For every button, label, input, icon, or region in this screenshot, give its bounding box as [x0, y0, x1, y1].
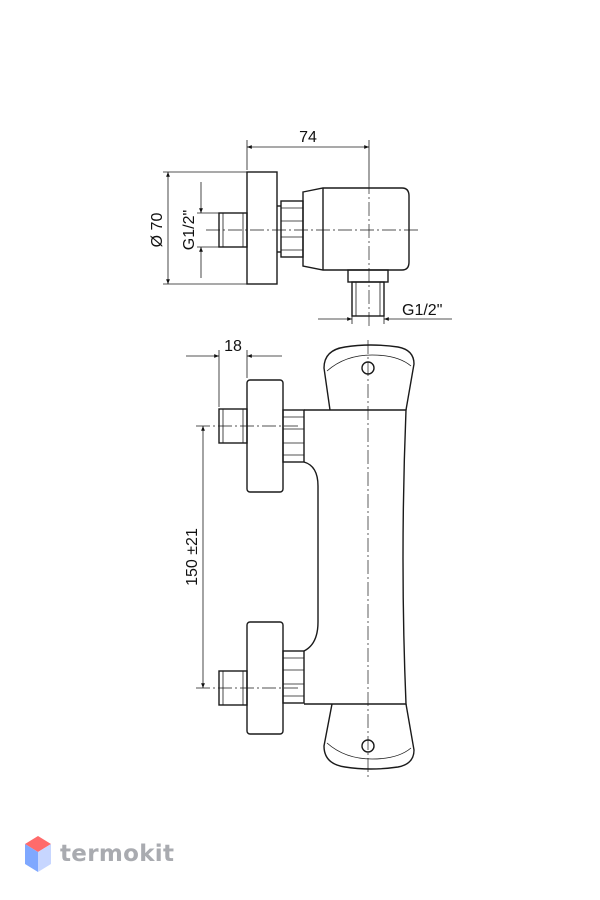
- dim-74-label: 74: [299, 129, 317, 146]
- top-body: [302, 187, 410, 271]
- upper-nut: [282, 409, 305, 463]
- bottom-handle: [323, 703, 415, 770]
- top-outlet-stub: [351, 281, 385, 317]
- upper-flange: [246, 379, 284, 493]
- top-view: 74 Ø 70 G1/2" G1/2": [149, 129, 452, 328]
- top-flange: [246, 171, 278, 285]
- brand-logo: termokit: [24, 834, 174, 874]
- dim-thread-outlet-label: G1/2": [402, 302, 442, 319]
- dim-thread-inlet-label: G1/2": [181, 210, 198, 250]
- lower-nut: [282, 650, 305, 704]
- hexagon-cube-icon: [25, 836, 51, 872]
- top-outlet: [347, 269, 389, 283]
- connecting-pipe: [303, 461, 319, 652]
- top-handle: [323, 344, 415, 411]
- mixer-body: [304, 409, 407, 705]
- lower-flange: [246, 621, 284, 735]
- dim-18-label: 18: [224, 338, 242, 355]
- front-view: 18 150 ±21: [184, 338, 415, 778]
- dim-diameter-label: Ø 70: [149, 213, 166, 248]
- dim-center-distance-label: 150 ±21: [184, 528, 201, 586]
- brand-name: termokit: [60, 841, 175, 867]
- top-nut: [280, 200, 304, 258]
